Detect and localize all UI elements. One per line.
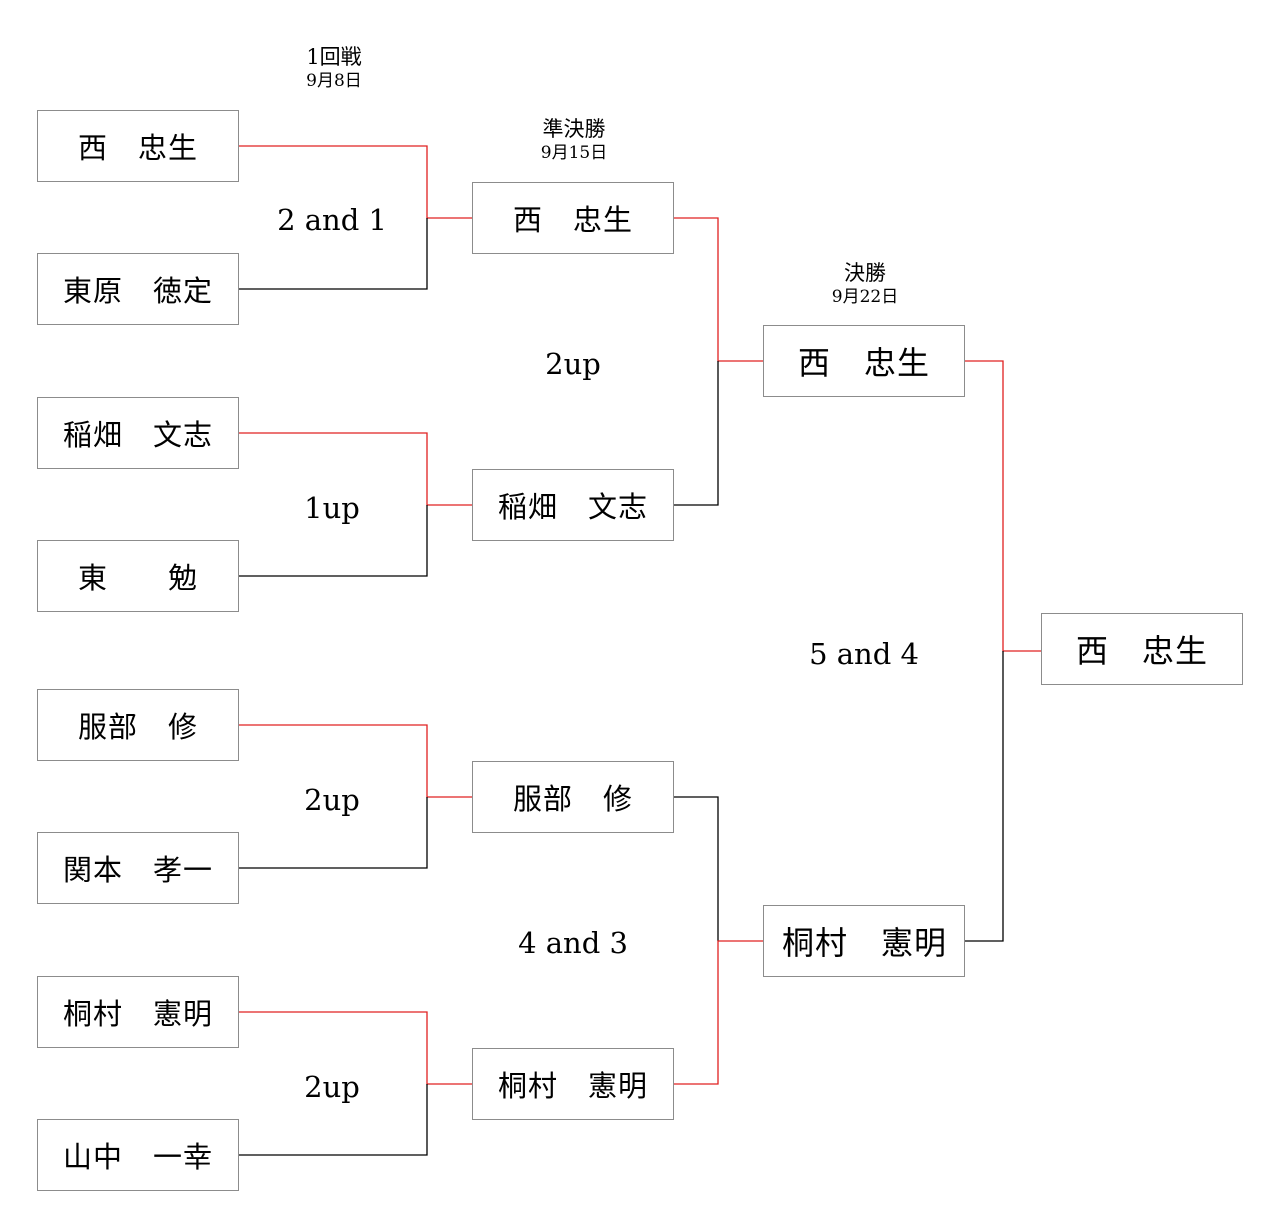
player-box: 東 勉 bbox=[37, 540, 239, 612]
round-header-semifinal: 準決勝 9月15日 bbox=[504, 117, 644, 165]
round-header-final: 決勝 9月22日 bbox=[795, 261, 935, 309]
match-score: 2up bbox=[545, 347, 601, 381]
player-box: 西 忠生 bbox=[37, 110, 239, 182]
round-date: 9月15日 bbox=[540, 143, 608, 163]
player-box: 桐村 憲明 bbox=[37, 976, 239, 1048]
player-box: 山中 一幸 bbox=[37, 1119, 239, 1191]
connector-loser bbox=[239, 218, 428, 290]
player-box: 西 忠生 bbox=[763, 325, 965, 397]
player-box: 桐村 憲明 bbox=[763, 905, 965, 977]
match-score: 4 and 3 bbox=[518, 926, 628, 960]
player-name: 山中 一幸 bbox=[62, 1140, 213, 1174]
match-score: 2up bbox=[304, 783, 360, 817]
player-name: 関本 孝一 bbox=[62, 853, 213, 887]
connector-loser bbox=[239, 505, 428, 577]
player-name: 西 忠生 bbox=[797, 344, 930, 382]
connector-winner bbox=[239, 145, 473, 219]
match-score: 2up bbox=[304, 1070, 360, 1104]
player-box: 稲畑 文志 bbox=[37, 397, 239, 469]
player-box: 服部 修 bbox=[37, 689, 239, 761]
connector-loser bbox=[239, 1084, 428, 1156]
round-date: 9月8日 bbox=[306, 71, 362, 91]
player-name: 稲畑 文志 bbox=[497, 490, 648, 524]
champion-box: 西 忠生 bbox=[1041, 613, 1243, 685]
player-box: 稲畑 文志 bbox=[472, 469, 674, 541]
champion-name: 西 忠生 bbox=[1075, 632, 1208, 670]
round-date: 9月22日 bbox=[831, 287, 899, 307]
connector-winner bbox=[673, 217, 764, 362]
player-name: 桐村 憲明 bbox=[497, 1069, 648, 1103]
round-title: 準決勝 bbox=[542, 117, 606, 141]
connector-winner bbox=[965, 360, 1041, 652]
connector-loser bbox=[673, 796, 719, 941]
round-title: 1回戦 bbox=[306, 45, 362, 69]
connector-loser bbox=[239, 797, 428, 869]
connector-winner bbox=[239, 432, 473, 506]
player-box: 東原 徳定 bbox=[37, 253, 239, 325]
player-box: 西 忠生 bbox=[472, 182, 674, 254]
player-name: 桐村 憲明 bbox=[62, 997, 213, 1031]
connector-loser bbox=[673, 361, 719, 506]
connector-winner bbox=[239, 1011, 473, 1085]
match-score: 2 and 1 bbox=[277, 203, 387, 237]
match-score: 5 and 4 bbox=[809, 637, 919, 671]
player-name: 西 忠生 bbox=[512, 203, 633, 237]
player-name: 東原 徳定 bbox=[62, 274, 213, 308]
player-name: 服部 修 bbox=[512, 782, 633, 816]
round-header-round1: 1回戦 9月8日 bbox=[264, 45, 404, 93]
player-name: 稲畑 文志 bbox=[62, 418, 213, 452]
match-score: 1up bbox=[304, 491, 360, 525]
connector-loser bbox=[965, 651, 1004, 942]
player-box: 関本 孝一 bbox=[37, 832, 239, 904]
player-name: 桐村 憲明 bbox=[782, 924, 948, 962]
connector-winner bbox=[673, 940, 764, 1085]
connector-winner bbox=[239, 724, 473, 798]
player-name: 服部 修 bbox=[77, 710, 198, 744]
player-box: 桐村 憲明 bbox=[472, 1048, 674, 1120]
player-name: 西 忠生 bbox=[77, 131, 198, 165]
round-title: 決勝 bbox=[844, 261, 886, 285]
player-name: 東 勉 bbox=[77, 561, 198, 595]
player-box: 服部 修 bbox=[472, 761, 674, 833]
